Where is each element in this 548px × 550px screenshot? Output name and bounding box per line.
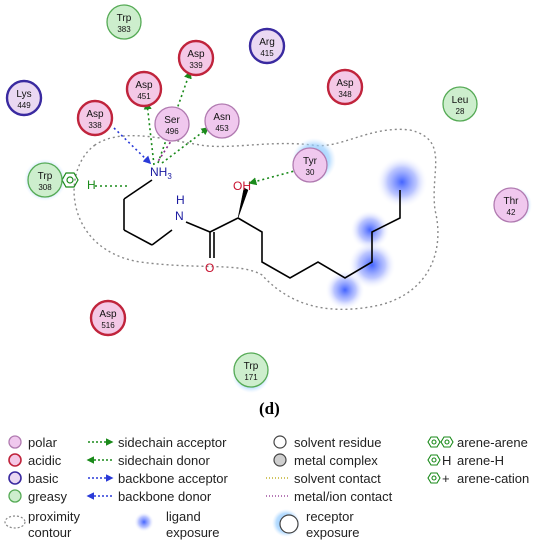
residue-name-leu28: Leu — [452, 95, 469, 106]
residue-asp451 — [125, 70, 163, 108]
residue-number-asp348: 348 — [338, 90, 352, 99]
residue-name-tyr30: Tyr — [303, 156, 318, 167]
legend-arene-arene-label: arene-arene — [457, 435, 528, 450]
legend-solvent-residue-label: solvent residue — [294, 435, 381, 450]
residue-name-thr42: Thr — [504, 196, 520, 207]
legend-bb-donor-label: backbone donor — [118, 489, 212, 504]
legend-arene-h-label: arene-H — [457, 453, 504, 468]
residue-arg415 — [248, 27, 286, 65]
legend-acidic-label: acidic — [28, 453, 62, 468]
hydroxyl-label: OH — [233, 179, 251, 193]
carbonyl-o-label: O — [205, 261, 214, 275]
legend-sc-donor-label: sidechain donor — [118, 453, 210, 468]
residue-thr42 — [493, 187, 529, 223]
legend-receptor-exposure-label-2: exposure — [306, 525, 359, 540]
legend-ligand-exposure-swatch — [134, 512, 154, 532]
residue-number-asp451: 451 — [137, 92, 151, 101]
residue-trp308 — [27, 162, 63, 198]
residue-trp171 — [233, 352, 269, 388]
nh3-label: NH3 — [150, 165, 172, 181]
legend-arene-h-icon — [427, 454, 441, 466]
interaction-asp338 — [113, 127, 152, 165]
interaction-ser496 — [156, 137, 174, 164]
residue-lys449 — [5, 79, 43, 117]
residue-number-ser496: 496 — [165, 127, 179, 136]
legend-bb-acceptor-label: backbone acceptor — [118, 471, 229, 486]
residue-number-asp338: 338 — [88, 121, 102, 130]
legend-metal-complex-label: metal complex — [294, 453, 378, 468]
legend-ligand-exposure-label-1: ligand — [166, 509, 201, 524]
legend-sc-acceptor-label: sidechain acceptor — [118, 435, 227, 450]
amide-h-label: H — [176, 193, 185, 207]
residue-name-asp516: Asp — [99, 309, 117, 320]
legend-metal-contact-label: metal/ion contact — [294, 489, 393, 504]
legend-polar-swatch — [8, 435, 22, 449]
residue-asp516 — [89, 299, 127, 337]
ligand-structure — [123, 179, 401, 279]
residue-name-arg415: Arg — [259, 37, 275, 48]
residue-name-trp308: Trp — [38, 171, 53, 182]
residue-asn453 — [204, 103, 240, 139]
residue-number-asp516: 516 — [101, 321, 115, 330]
residue-asp338 — [76, 99, 114, 137]
residue-number-trp308: 308 — [38, 183, 52, 192]
residue-ser496 — [154, 106, 190, 142]
residue-name-lys449: Lys — [16, 89, 31, 100]
residue-number-leu28: 28 — [456, 107, 465, 116]
residue-asp348 — [326, 68, 364, 106]
residue-number-asp339: 339 — [189, 61, 203, 70]
legend-arene-cation-label: arene-cation — [457, 471, 529, 486]
interaction-tyr30 — [248, 169, 299, 186]
legend-greasy-label: greasy — [28, 489, 68, 504]
legend-solvent-contact-label: solvent contact — [294, 471, 381, 486]
legend-basic-label: basic — [28, 471, 59, 486]
legend-polar-label: polar — [28, 435, 58, 450]
legend-acidic-swatch — [8, 453, 22, 467]
legend-greasy-swatch — [8, 489, 22, 503]
interaction-asp339 — [157, 70, 192, 164]
amide-n-label: N — [175, 209, 184, 223]
residue-asp339 — [177, 39, 215, 77]
legend-solvent-residue-swatch — [273, 435, 287, 449]
legend-receptor-exposure-label-1: receptor — [306, 509, 354, 524]
arene-h-atom: H — [87, 178, 96, 192]
legend-basic-swatch — [8, 471, 22, 485]
interaction-lines — [95, 70, 299, 187]
legend-proximity-swatch — [4, 515, 26, 529]
residue-number-arg415: 415 — [260, 49, 274, 58]
residue-number-trp383: 383 — [117, 25, 131, 34]
ligand-exposure-blobs — [325, 156, 428, 310]
residue-discs: Trp383Asp339Arg415Lys449Asp451Asp348Asp3… — [5, 4, 529, 388]
residue-number-thr42: 42 — [507, 208, 516, 217]
interaction-asp451 — [143, 101, 155, 166]
residue-tyr30 — [292, 147, 328, 183]
residue-name-trp171: Trp — [244, 361, 259, 372]
legend-arene-arene-icon — [427, 436, 454, 448]
residue-number-lys449: 449 — [17, 101, 31, 110]
residue-number-tyr30: 30 — [306, 168, 315, 177]
legend-receptor-exposure-swatch — [279, 514, 299, 534]
residue-name-ser496: Ser — [164, 115, 180, 126]
residue-name-asp338: Asp — [86, 109, 104, 120]
legend-proximity-label-1: proximity — [28, 509, 81, 524]
residue-name-asp451: Asp — [135, 80, 153, 91]
residue-name-asp348: Asp — [336, 78, 354, 89]
residue-trp383 — [106, 4, 142, 40]
panel-label: (d) — [259, 399, 280, 418]
residue-number-trp171: 171 — [244, 373, 258, 382]
residue-name-asp339: Asp — [187, 49, 205, 60]
legend-arene-cation-symbol: + — [442, 471, 450, 486]
legend: polar acidic basic greasy proximity cont… — [4, 435, 529, 540]
residue-leu28 — [442, 86, 478, 122]
residue-name-asn453: Asn — [213, 112, 230, 123]
legend-arene-cation-icon — [427, 472, 441, 484]
residue-number-asn453: 453 — [215, 124, 229, 133]
proximity-contour — [73, 128, 439, 311]
legend-ligand-exposure-label-2: exposure — [166, 525, 219, 540]
legend-proximity-label-2: contour — [28, 525, 72, 540]
legend-arene-h-symbol: H — [442, 453, 451, 468]
residue-name-trp383: Trp — [117, 13, 132, 24]
legend-metal-complex-swatch — [273, 453, 287, 467]
